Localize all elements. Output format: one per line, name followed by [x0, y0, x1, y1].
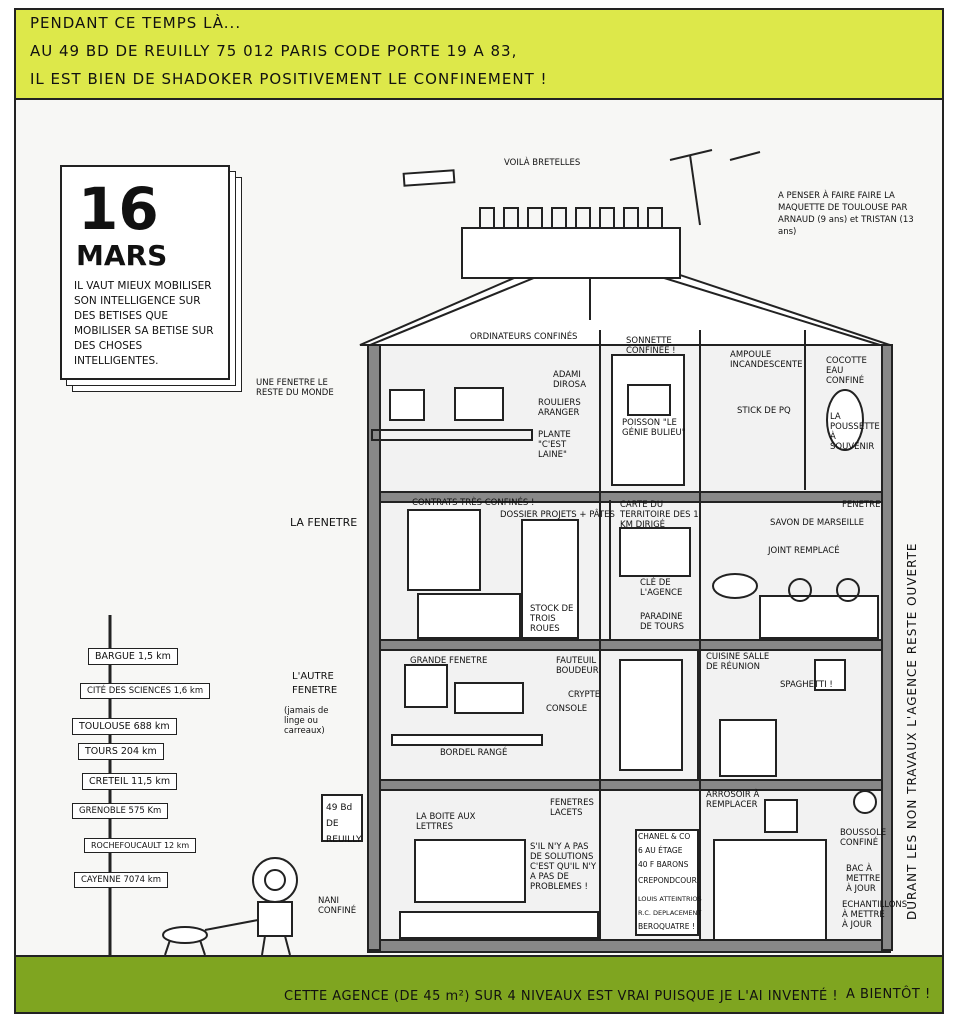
label-grande: GRANDE FENETRE	[410, 656, 488, 666]
header-line-2: AU 49 BD DE REUILLY 75 012 PARIS CODE PO…	[30, 42, 518, 60]
calendar-poster: 16 MARS IL VAUT MIEUX MOBILISER SON INTE…	[60, 165, 230, 380]
plaque-text: 49 Bd DE REUILLY	[326, 803, 362, 845]
label-crypte: CRYPTE	[568, 690, 601, 700]
mailbox-2: 40 F BARONS	[638, 860, 689, 869]
label-carte: CARTE DU TERRITOIRE DES 1 KM DIRIGÉ	[620, 500, 699, 530]
header-banner: PENDANT CE TEMPS LÀ... AU 49 BD DE REUIL…	[16, 10, 942, 100]
mailbox-5: R.C. DEPLACEMENT	[638, 909, 702, 917]
label-fenetres-lacets: FENETRES LACETS	[550, 798, 594, 818]
footer-signoff: A BIENTÔT !	[846, 987, 931, 1002]
label-nani: NANI CONFINÉ	[318, 896, 357, 916]
label-savon: SAVON DE MARSEILLE	[770, 518, 865, 528]
sign-0: BARGUE 1,5 km	[88, 648, 178, 665]
sign-7: CAYENNE 7074 km	[74, 872, 168, 888]
label-paradine: PARADINE DE TOURS	[640, 612, 685, 632]
label-spaghetti: SPAGHETTI !	[780, 680, 833, 690]
label-bac: BAC À METTRE À JOUR	[846, 864, 881, 894]
address-plaque	[321, 794, 363, 842]
label-echantillons: ECHANTILLONS À METTRE À JOUR	[842, 900, 908, 930]
dog	[162, 926, 208, 944]
side-text-vertical: DURANT LES NON TRAVAUX L'AGENCE RESTE OU…	[905, 542, 919, 920]
label-jamais: (jamais de linge ou carreaux)	[284, 706, 329, 736]
header-line-3: IL EST BIEN DE SHADOKER POSITIVEMENT LE …	[30, 70, 548, 88]
label-ampoule: AMPOULE INCANDESCENTE	[730, 350, 803, 370]
sign-6: ROCHEFOUCAULT 12 km	[84, 838, 197, 853]
label-cle: CLÉ DE L'AGENCE	[640, 578, 683, 598]
sign-3: TOURS 204 km	[78, 743, 164, 760]
label-sonnette: SONNETTE CONFINÉE !	[626, 336, 676, 356]
sign-4: CRETEIL 11,5 km	[82, 773, 178, 790]
floor-2	[379, 639, 886, 651]
label-cocotte: COCOTTE EAU CONFINÉ	[826, 356, 867, 386]
label-cuisine: CUISINE SALLE DE RÉUNION	[706, 652, 770, 672]
label-a-penser: A PENSER À FAIRE FAIRE LA MAQUETTE DE TO…	[778, 191, 914, 237]
label-boussole: BOUSSOLE CONFINÉ	[840, 828, 887, 848]
mailbox-0: CHANEL & CO	[638, 832, 691, 841]
label-console: CONSOLE	[546, 704, 588, 714]
label-stock: STOCK DE TROIS ROUES	[530, 604, 574, 634]
label-contrats: CONTRATS TRÈS CONFINÉS !	[412, 498, 535, 508]
label-une-fenetre: UNE FENETRE LE RESTE DU MONDE	[256, 378, 334, 398]
label-plante: PLANTE "C'EST LAINE"	[538, 430, 571, 460]
label-poisson: POISSON "LE GÉNIE BULIEU"	[622, 418, 686, 438]
label-lautre: L'AUTRE FENETRE	[292, 671, 338, 696]
poster-month: MARS	[76, 239, 168, 272]
chimney	[461, 227, 681, 279]
label-adami: ADAMI DIROSA	[553, 370, 587, 390]
mailbox-3: CREPONDCOUR	[638, 876, 697, 885]
label-joint: JOINT REMPLACÉ	[768, 546, 840, 556]
label-arrosoir: ARROSOIR À REMPLACER	[706, 790, 760, 810]
mailbox-6: BEROQUATRE !	[638, 922, 695, 931]
label-la-fenetre: LA FENETRE	[290, 516, 358, 529]
mailbox-4: LOUIS ATTEINTRIOS	[638, 895, 702, 903]
label-ordinateurs: ORDINATEURS CONFINÉS	[470, 332, 578, 342]
label-stick: STICK DE PQ	[737, 406, 791, 416]
label-dossier: DOSSIER PROJETS + PÂTES	[500, 510, 615, 520]
label-la-boite: LA BOITE AUX LETTRES	[416, 812, 476, 832]
ground-strip: CETTE AGENCE (DE 45 m²) SUR 4 NIVEAUX ES…	[16, 955, 942, 1012]
header-line-1: PENDANT CE TEMPS LÀ...	[30, 14, 242, 32]
label-fauteuil: FAUTEUIL BOUDEUR	[556, 656, 599, 676]
mailbox-1: 6 AU ÉTAGE	[638, 846, 683, 855]
label-poussette: LA POUSSETTE À SOUVENIR	[830, 412, 880, 452]
label-bordel: BORDEL RANGÉ	[440, 748, 508, 758]
label-rouliers: ROULIERS ARANGER	[538, 398, 581, 418]
label-sil: S'IL N'Y A PAS DE SOLUTIONS C'EST QU'IL …	[530, 842, 597, 892]
diver-helmet	[252, 857, 298, 903]
poster-day: 16	[78, 175, 159, 243]
label-fenetre-right: FENETRE	[842, 500, 881, 510]
sign-1: CITÉ DES SCIENCES 1,6 km	[80, 683, 211, 699]
label-bretelles: VOILÀ BRETELLES	[504, 158, 581, 168]
floor-1	[379, 779, 886, 791]
sign-2: TOULOUSE 688 km	[72, 718, 177, 735]
footer-caption: CETTE AGENCE (DE 45 m²) SUR 4 NIVEAUX ES…	[284, 989, 839, 1004]
sign-5: GRENOBLE 575 Km	[72, 803, 169, 819]
poster-quote: IL VAUT MIEUX MOBILISER SON INTELLIGENCE…	[74, 280, 214, 367]
